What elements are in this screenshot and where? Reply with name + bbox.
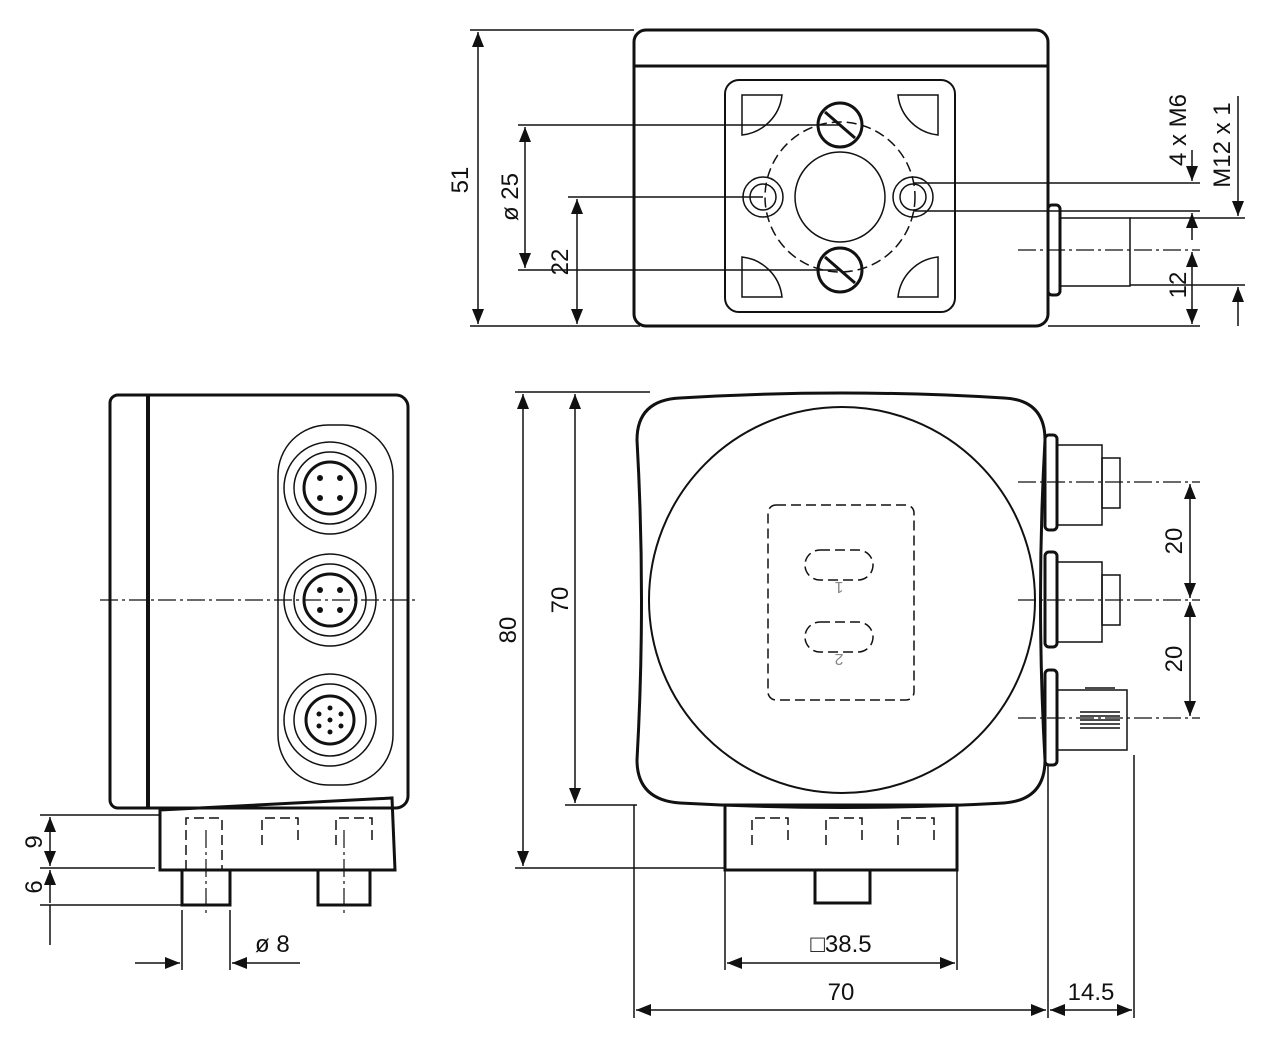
dim-thread-m12: M12 x 1 [1209,102,1236,187]
led-label-2: 2 [834,650,843,667]
dim-20-upper: 20 [1161,528,1188,555]
side-view: 9 6 ø 8 [21,393,415,970]
dim-thread-m6: 4 x M6 [1165,94,1192,166]
side-connector-1 [283,441,377,535]
dim-flange: □38.5 [810,931,871,958]
dim-70-height: 70 [547,587,574,614]
side-connector-3 [283,673,377,767]
dim-pin-diameter: ø 8 [255,931,290,958]
front-view: 1 2 80 70 20 20 □38.5 70 14.5 [495,391,1200,1018]
dim-9: 9 [21,835,48,848]
dim-bolt-circle: ø 25 [497,173,524,221]
front-connectors [1018,433,1200,767]
top-view: 51 ø 25 22 4 x M6 M12 x 1 12 [447,28,1245,328]
led-label-1: 1 [834,578,843,595]
dim-22: 22 [547,249,574,276]
dim-70-width: 70 [828,979,855,1006]
dim-80: 80 [495,617,522,644]
dim-14-5: 14.5 [1068,979,1115,1006]
dim-51: 51 [447,167,474,194]
dim-6: 6 [21,880,48,893]
dim-12: 12 [1165,272,1192,299]
dim-20-lower: 20 [1161,646,1188,673]
